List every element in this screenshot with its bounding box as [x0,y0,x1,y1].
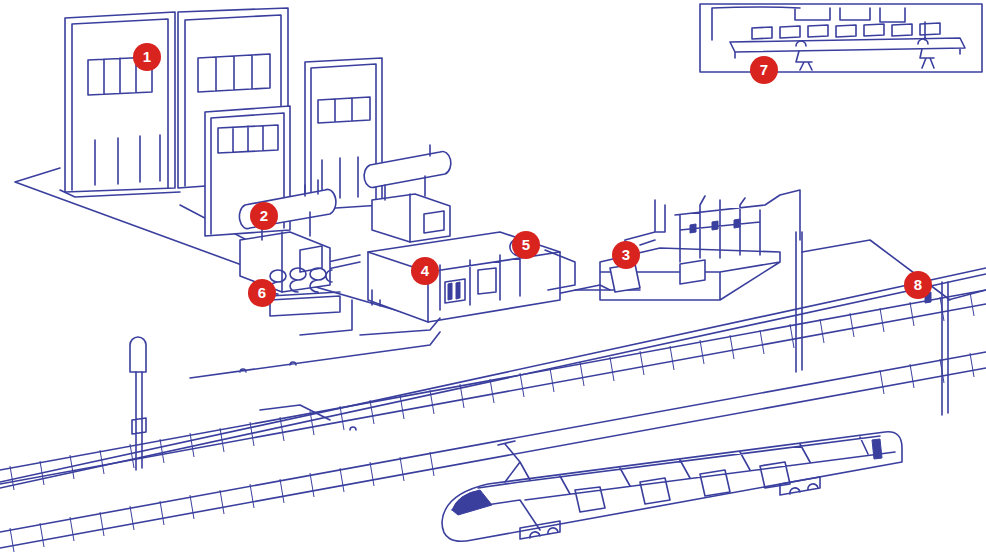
monitors [752,23,940,39]
train-body [442,432,902,541]
callout-number: 1 [133,43,161,71]
callout-number: 7 [750,56,778,84]
insulator [690,219,740,233]
transformer-detail [262,180,322,292]
trackside-cable [190,332,440,430]
switchgear-posts [625,190,800,264]
transformer-cylinder [364,151,451,187]
control-room-inset [700,4,982,72]
door-frame-detail [60,19,180,197]
signal-post [132,372,146,470]
transformer-tank [372,194,450,242]
train-detail [452,436,895,530]
catenary-pole [796,232,948,415]
operators [796,39,934,70]
pantograph [498,441,530,482]
transformer-detail [385,145,444,242]
bogie [520,477,820,539]
callout-number: 8 [904,271,932,299]
train-door [872,439,882,459]
sleepers [10,292,974,552]
callout-number: 2 [250,202,278,230]
cabinet [448,282,460,300]
cable-drum-detail [270,268,340,296]
callout-number: 3 [612,241,640,269]
control-room-detail [712,7,965,58]
equipment-building [368,232,560,322]
door-frame [65,12,175,192]
callout-number: 6 [248,279,276,307]
cable-drum [270,296,340,316]
switchgear-box [680,260,705,284]
train-windscreen [452,490,492,515]
callout-number: 5 [512,231,540,259]
door-frame-detail [311,64,376,208]
callout-number: 4 [411,257,439,285]
building-detail [368,252,560,322]
signal-head [130,337,146,372]
cable-run [300,290,640,335]
